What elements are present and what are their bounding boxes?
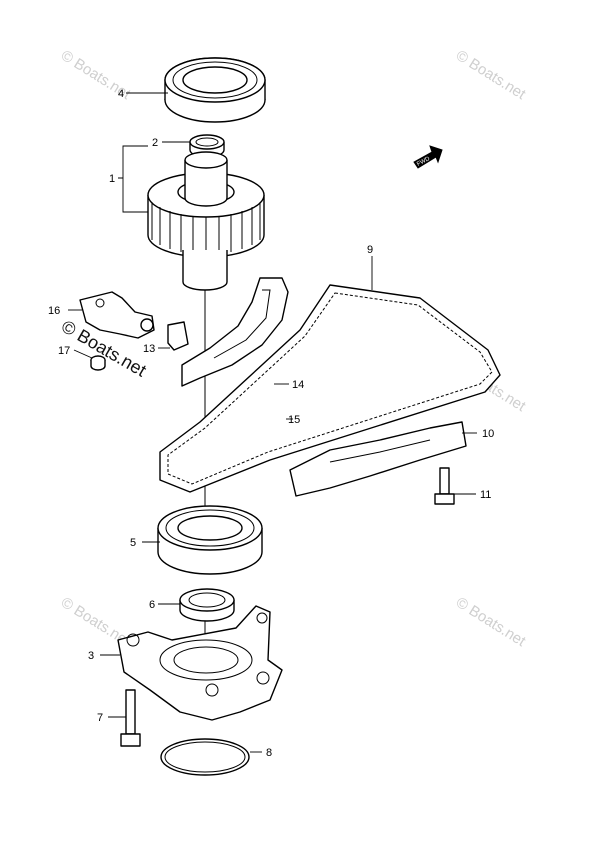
part-16-adjuster — [79, 291, 155, 339]
part-8-oring — [160, 738, 250, 776]
callout-4: 4 — [118, 88, 124, 100]
callout-10: 10 — [482, 428, 494, 440]
part-7-bolt — [120, 689, 141, 747]
part-1-gear — [147, 151, 265, 291]
callout-14: 14 — [292, 379, 304, 391]
part-4-bearing — [164, 57, 266, 123]
callout-13: 13 — [143, 343, 155, 355]
callout-8: 8 — [266, 747, 272, 759]
callout-16: 16 — [48, 305, 60, 317]
leader-lines — [68, 92, 477, 753]
callout-15: 15 — [288, 414, 300, 426]
callout-9: 9 — [367, 244, 373, 256]
part-13-clip — [167, 321, 189, 351]
watermark-bottom-right: © Boats.net — [453, 594, 529, 651]
part-3-housing — [117, 605, 283, 721]
callout-5: 5 — [130, 537, 136, 549]
part-10-guide — [289, 421, 467, 497]
part-6-seal — [179, 588, 235, 622]
part-17-bolt — [90, 355, 106, 371]
part-5-bearing — [157, 505, 263, 575]
part-9-chain — [159, 284, 501, 493]
fwd-arrow: FWD — [413, 145, 443, 169]
callout-2: 2 — [152, 137, 158, 149]
watermark-top-right: © Boats.net — [453, 47, 529, 104]
callout-labels: 4 2 1 9 10 11 16 17 13 14 15 5 6 3 7 8 — [48, 88, 494, 759]
part-11-bolt — [434, 467, 455, 505]
callout-17: 17 — [58, 345, 70, 357]
callout-7: 7 — [97, 712, 103, 724]
callout-11: 11 — [480, 489, 491, 501]
callout-1: 1 — [109, 173, 115, 185]
callout-6: 6 — [149, 599, 155, 611]
callout-3: 3 — [88, 650, 94, 662]
tensioner-arm-upper — [181, 277, 289, 387]
